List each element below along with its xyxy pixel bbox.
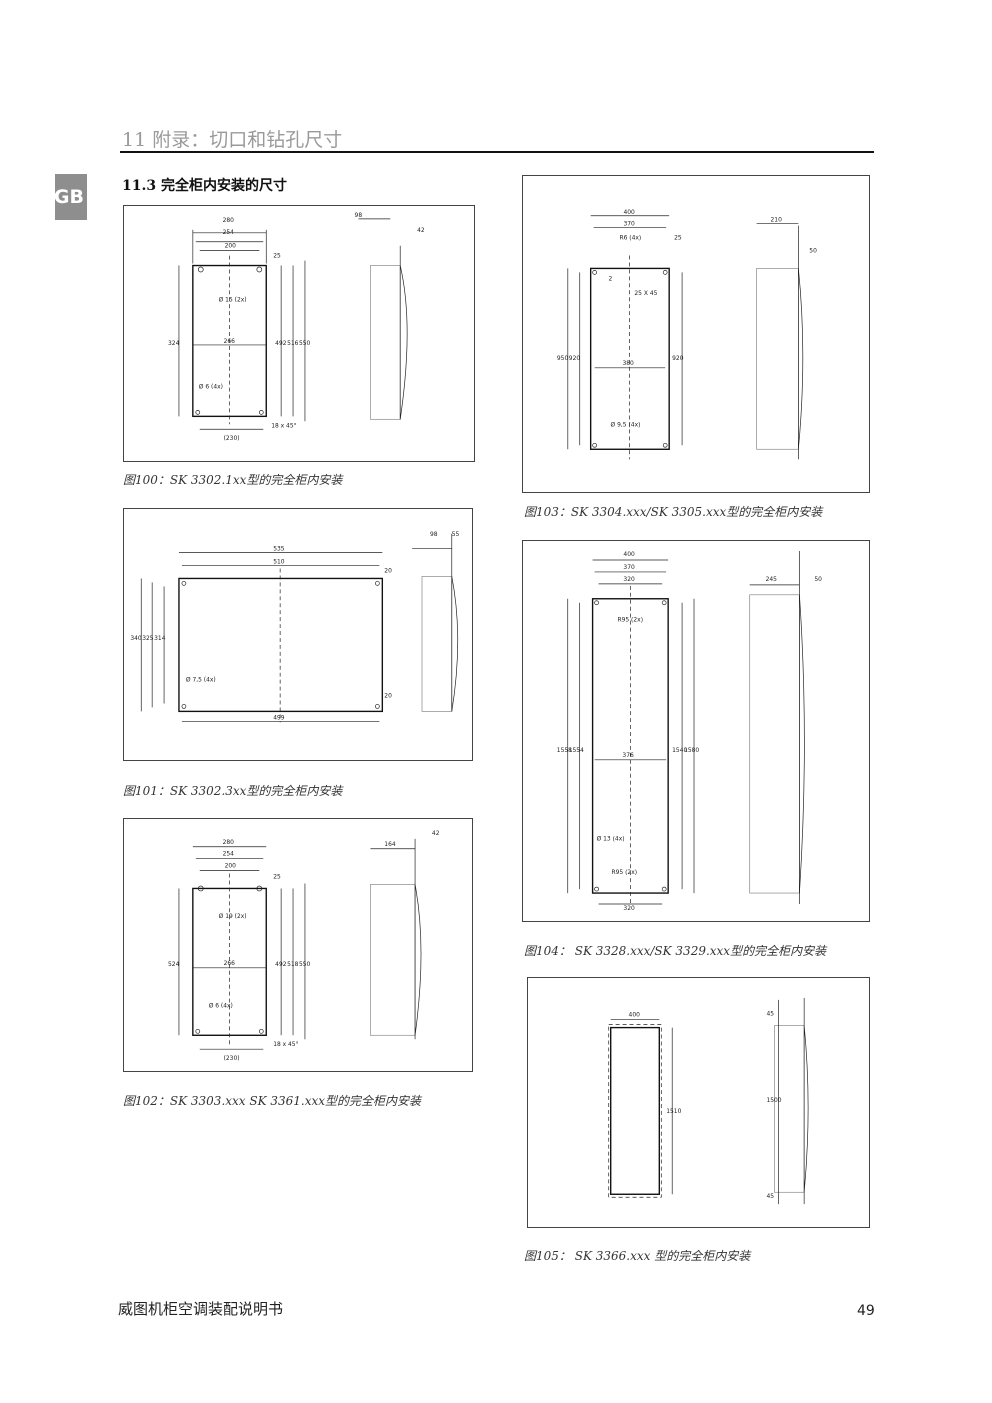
fig102-label: 42 [432,830,440,837]
header-rule [120,151,874,153]
figure-104: 400 370 320 245 50 R95 (2x) 1558 1554 37… [522,540,870,922]
fig104-label: 320 [623,576,635,583]
fig100-label: 492 [275,340,287,347]
chapter-title: 11 附录：切口和钻孔尺寸 [122,129,343,151]
language-tab: GB [54,174,87,220]
page-number: 49 [857,1303,875,1319]
figure-101: 535 510 20 98 55 340 325 314 Ø 7,5 (4x) … [123,508,473,761]
fig100-label: 266 [224,338,236,345]
figure-100: 280 254 200 25 98 42 Ø 15 (2x) 266 324 4… [123,205,475,462]
figure-101-caption: 图101：SK 3302.3xx型的完全柜内安装 [123,784,343,798]
fig101-label: 325 [142,635,154,642]
fig104-label: 400 [623,551,635,558]
fig104-label: 320 [623,905,635,912]
fig103-label: 920 [672,355,684,362]
fig100-label: 254 [223,229,235,236]
section-title: 11.3 完全柜内安装的尺寸 [122,178,287,194]
figure-102: 280 254 200 25 164 42 Ø 19 (2x) 266 524 … [123,818,473,1072]
figure-101-drawing: 535 510 20 98 55 340 325 314 Ø 7,5 (4x) … [130,531,460,723]
fig102-label: 254 [223,851,235,858]
fig101-label: Ø 7,5 (4x) [186,677,216,684]
fig104-label: 1580 [684,747,699,754]
fig104-label: 376 [622,752,634,759]
fig100-label: 200 [225,243,237,250]
figure-104-drawing: 400 370 320 245 50 R95 (2x) 1558 1554 37… [557,551,822,912]
fig103-label: 210 [771,217,783,224]
fig101-label: 314 [154,635,166,642]
fig103-label: 50 [809,248,817,255]
figure-103: 400 370 R6 (4x) 25 210 50 2 25 X 45 950 … [522,175,870,493]
fig102-label: 25 [273,874,281,881]
fig103-label: Ø 9,5 (4x) [611,421,641,428]
fig100-label: 550 [299,340,311,347]
figure-103-caption: 图103：SK 3304.xxx/SK 3305.xxx型的完全柜内安装 [524,505,823,519]
fig103-label: 25 X 45 [634,290,657,297]
fig101-label: 55 [452,531,460,538]
fig103-label: 2 [609,275,613,282]
fig102-label: 266 [224,960,236,967]
fig101-label: 98 [430,531,438,538]
fig104-label: 245 [766,576,778,583]
fig101-label: 20 [384,692,392,699]
fig100-label: (230) [224,435,240,442]
figure-105: 400 1510 45 1500 45 [527,977,870,1228]
fig103-label: 25 [674,235,682,242]
fig103-label: 370 [623,221,635,228]
fig104-label: Ø 13 (4x) [597,835,625,842]
fig105-label: 400 [629,1012,641,1019]
figure-102-drawing: 280 254 200 25 164 42 Ø 19 (2x) 266 524 … [168,830,440,1062]
fig101-label: 535 [273,546,285,553]
fig104-label: 370 [623,564,635,571]
fig105-label: 45 [766,1193,774,1200]
fig104-label: 1554 [569,747,584,754]
fig100-label: 324 [168,340,180,347]
fig102-label: 524 [168,961,180,968]
fig103-label: 920 [569,355,581,362]
fig102-label: 550 [299,961,311,968]
fig105-label: 45 [766,1011,774,1018]
fig103-label: 380 [622,360,634,367]
fig104-label: R95 (2x) [611,869,637,876]
fig100-label: Ø 6 (4x) [199,384,223,391]
fig102-label: 492 [275,961,287,968]
fig103-label: 950 [557,355,569,362]
fig101-label: 340 [130,635,142,642]
fig100-label: 18 x 45° [271,422,296,429]
fig101-label: 20 [384,567,392,574]
figure-104-caption: 图104： SK 3328.xxx/SK 3329.xxx型的完全柜内安装 [524,944,827,958]
fig102-label: Ø 19 (2x) [219,913,247,920]
figure-103-drawing: 400 370 R6 (4x) 25 210 50 2 25 X 45 950 … [557,209,817,460]
fig100-label: 280 [223,217,235,224]
fig103-label: R6 (4x) [619,235,641,242]
fig102-label: 200 [225,863,237,870]
fig102-label: (230) [224,1055,240,1062]
fig102-label: 518 [287,961,299,968]
manual-title: 威图机柜空调装配说明书 [118,1300,284,1318]
fig101-label: 510 [273,559,285,566]
fig100-label: 516 [287,340,299,347]
fig102-label: 18 x 45° [273,1041,298,1048]
figure-105-caption: 图105： SK 3366.xxx 型的完全柜内安装 [524,1249,751,1263]
figure-102-caption: 图102：SK 3303.xxx SK 3361.xxx型的完全柜内安装 [123,1094,422,1108]
fig100-label: 42 [417,227,425,234]
fig105-label: 1500 [766,1097,781,1104]
fig104-label: 1558 [557,747,572,754]
fig102-label: 164 [384,841,396,848]
figure-100-caption: 图100：SK 3302.1xx型的完全柜内安装 [123,473,343,487]
fig101-label: 499 [273,714,285,721]
fig100-label: 25 [273,253,281,260]
fig102-label: Ø 6 (4x) [209,1003,233,1010]
fig104-label: 1540 [672,747,687,754]
fig104-label: R95 (2x) [617,617,643,624]
figure-105-drawing: 400 1510 45 1500 45 [608,997,809,1205]
fig100-label: Ø 15 (2x) [219,296,247,303]
figure-100-drawing: 280 254 200 25 98 42 Ø 15 (2x) 266 324 4… [168,212,425,442]
fig104-label: 50 [814,576,822,583]
fig100-label: 98 [355,212,363,219]
fig103-label: 400 [623,209,635,216]
fig105-label: 1510 [666,1108,681,1115]
fig102-label: 280 [223,839,235,846]
